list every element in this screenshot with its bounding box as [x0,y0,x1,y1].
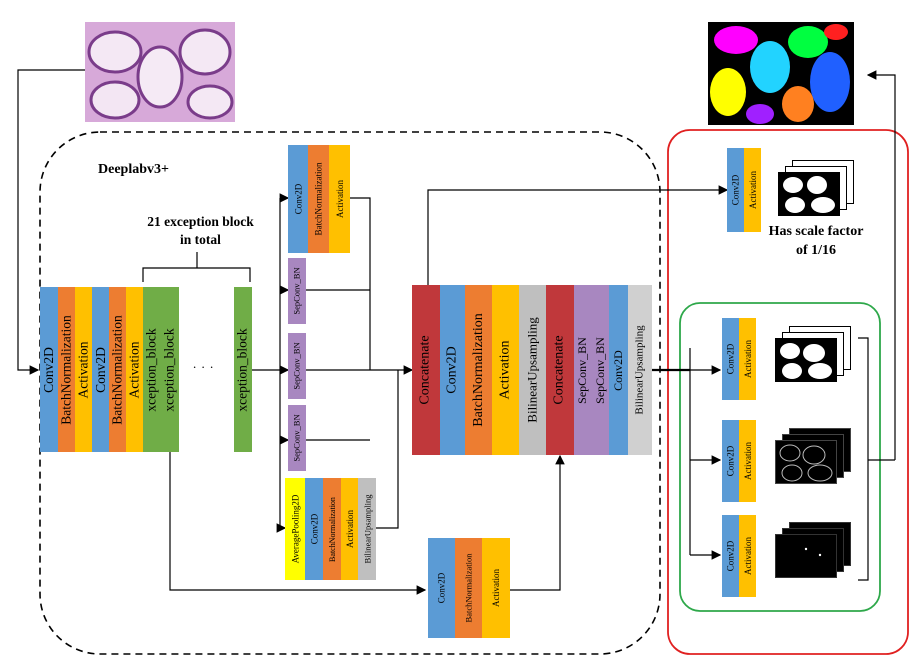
bilinear-upsampling-block: BilinearUpsampling [519,285,546,455]
batchnorm-block: BatchNormalization [109,287,126,452]
conv2d-block: Conv2D [440,285,465,455]
activation-block: Activation [739,318,756,400]
conv2d-block: Conv2D [722,515,739,597]
conv2d-block: Conv2D [40,287,58,452]
batchnorm-block: BatchNormalization [323,478,341,580]
activation-block: Activation [341,478,358,580]
output-arrow [866,70,896,460]
scale-note: Has scale factor of 1/16 [768,224,864,258]
sepconv-bn-block: SepConv_BN [591,285,609,455]
dark-mask-stack [775,522,855,592]
average-pooling-block: AveragePooling2D [285,478,305,580]
histology-input-image [85,22,235,122]
sepconv-bn-block: SepConv_BN [288,333,306,399]
exception-note: 21 exception block in total [147,214,254,247]
segmentation-output-image [708,22,854,125]
batchnorm-block: BatchNormalization [465,285,492,455]
activation-block: Activation [482,538,510,638]
sepconv-bn-block: SepConv_BN [574,285,591,455]
activation-block: Activation [329,145,350,253]
concatenate-block: Concatenate [412,285,440,455]
xception-block: xception_block [234,287,252,452]
contour-mask-stack [775,428,855,498]
output-green-frame [679,302,881,612]
activation-block: Activation [75,287,92,452]
conv2d-block: Conv2D [288,145,308,253]
activation-block: Activation [739,420,756,502]
binary-mask-stack [775,326,855,396]
activation-block: Activation [126,287,143,452]
batchnorm-block: BatchNormalization [58,287,75,452]
binary-mask-stack [778,160,858,230]
conv2d-block: Conv2D [92,287,109,452]
conv2d-block: Conv2D [727,148,744,232]
batchnorm-block: BatchNormalization [308,145,329,253]
ellipsis-dots: . . . [193,356,215,371]
sepconv-bn-block: SepConv_BN [288,405,306,471]
sepconv-bn-block: SepConv_BN [288,258,306,324]
concatenate-block: Concatenate [546,285,574,455]
input-arrow [17,69,85,375]
activation-block: Activation [739,515,756,597]
exception-brace [142,252,251,282]
bilinear-upsampling-block: BilinearUpsampling [358,478,376,580]
conv2d-block: Conv2D [722,420,739,502]
conv2d-block: Conv2D [722,318,739,400]
output-red-frame [667,129,909,655]
conv2d-block: Conv2D [305,478,323,580]
xception-block: xception_block [161,287,179,452]
conv2d-block: Conv2D [609,285,628,455]
activation-block: Activation [744,148,761,232]
bilinear-upsampling-block: BilinearUpsampling [628,285,652,455]
diagram-title: Deeplabv3+ [98,162,169,177]
xception-block: xception_block [143,287,161,452]
activation-block: Activation [492,285,519,455]
batchnorm-block: BatchNormalization [455,538,482,638]
conv2d-block: Conv2D [428,538,455,638]
low-level-path [169,452,427,595]
